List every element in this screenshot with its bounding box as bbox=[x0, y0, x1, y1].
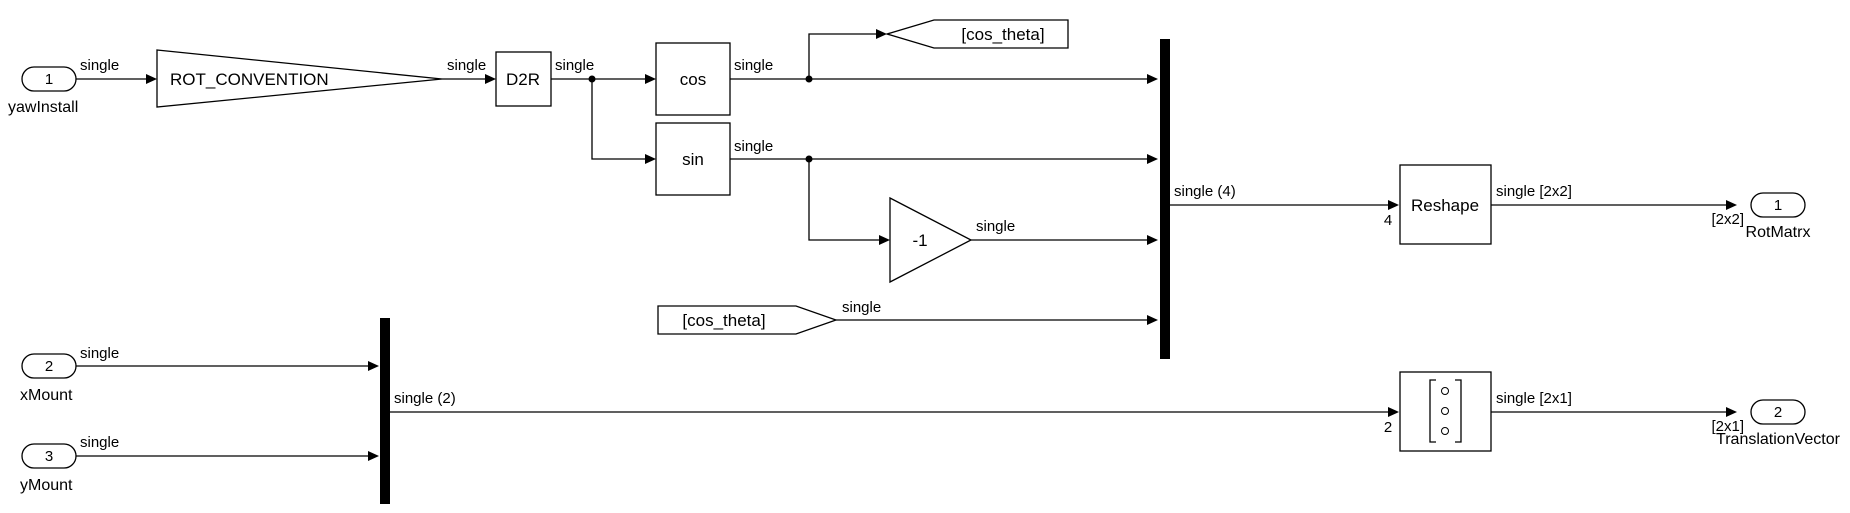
port-dimension: [2x1] bbox=[1711, 418, 1744, 435]
signal-label: single [2x2] bbox=[1496, 183, 1572, 200]
block-label: cos bbox=[680, 70, 706, 89]
gain-block-rot-convention[interactable]: ROT_CONVENTION bbox=[156, 49, 443, 108]
signal-label: single bbox=[80, 345, 119, 362]
port-name: TranslationVector bbox=[1716, 431, 1841, 448]
goto-block-cos-theta[interactable]: [cos_theta] bbox=[884, 19, 1069, 49]
mux-4-block[interactable] bbox=[1160, 39, 1170, 359]
block-label: ROT_CONVENTION bbox=[170, 70, 329, 89]
input-port-dim: 2 bbox=[1384, 419, 1392, 436]
signal-label: single bbox=[734, 138, 773, 155]
branch-point bbox=[588, 75, 596, 83]
port-name: yawInstall bbox=[8, 99, 78, 116]
element-circle-icon bbox=[1441, 387, 1449, 395]
d2r-block[interactable]: D2R bbox=[495, 51, 552, 107]
signal-label: single bbox=[734, 57, 773, 74]
inport-yawInstall[interactable]: 1 yawInstall bbox=[8, 66, 78, 116]
signal-label: single [2x1] bbox=[1496, 390, 1572, 407]
block-label: -1 bbox=[912, 231, 927, 250]
element-circle-icon bbox=[1441, 407, 1449, 415]
signal-label: single bbox=[80, 57, 119, 74]
port-number: 2 bbox=[1774, 404, 1782, 421]
block-label: Reshape bbox=[1411, 196, 1479, 215]
port-number: 2 bbox=[45, 358, 53, 375]
signal-label: single (2) bbox=[394, 390, 456, 407]
signal-label: single bbox=[555, 57, 594, 74]
signal-label: single (4) bbox=[1174, 183, 1236, 200]
block-label: D2R bbox=[506, 70, 540, 89]
branch-point bbox=[805, 75, 813, 83]
signal-label: single bbox=[447, 57, 486, 74]
signal-label: single bbox=[842, 299, 881, 316]
block-label: [cos_theta] bbox=[961, 25, 1044, 44]
signal-label: single bbox=[976, 218, 1015, 235]
right-bracket-icon bbox=[1455, 379, 1462, 443]
gain-block-negate[interactable]: -1 bbox=[889, 196, 973, 284]
port-name: RotMatrx bbox=[1746, 224, 1811, 241]
port-number: 1 bbox=[45, 71, 53, 88]
port-number: 3 bbox=[45, 448, 53, 465]
wires bbox=[66, 29, 1737, 461]
port-number: 1 bbox=[1774, 197, 1782, 214]
input-port-dim: 4 bbox=[1384, 212, 1392, 229]
vector-concatenate-block[interactable]: 2 bbox=[1384, 371, 1492, 452]
outport-RotMatrx[interactable]: 1 [2x2] RotMatrx bbox=[1711, 192, 1811, 241]
element-circle-icon bbox=[1441, 427, 1449, 435]
sin-block[interactable]: sin bbox=[655, 122, 731, 196]
inport-xMount[interactable]: 2 xMount bbox=[20, 353, 77, 404]
reshape-block[interactable]: Reshape 4 bbox=[1384, 164, 1492, 245]
block-label: [cos_theta] bbox=[682, 311, 765, 330]
inport-yMount[interactable]: 3 yMount bbox=[20, 443, 77, 494]
signal-label: single bbox=[80, 434, 119, 451]
block-label: sin bbox=[682, 150, 704, 169]
left-bracket-icon bbox=[1429, 379, 1436, 443]
port-dimension: [2x2] bbox=[1711, 211, 1744, 228]
port-name: yMount bbox=[20, 477, 73, 494]
cos-block[interactable]: cos bbox=[655, 42, 731, 116]
outport-TranslationVector[interactable]: 2 [2x1] TranslationVector bbox=[1711, 399, 1841, 448]
from-block-cos-theta[interactable]: [cos_theta] bbox=[657, 305, 838, 335]
branch-point bbox=[805, 155, 813, 163]
mux-2-block[interactable] bbox=[380, 318, 390, 504]
port-name: xMount bbox=[20, 387, 73, 404]
